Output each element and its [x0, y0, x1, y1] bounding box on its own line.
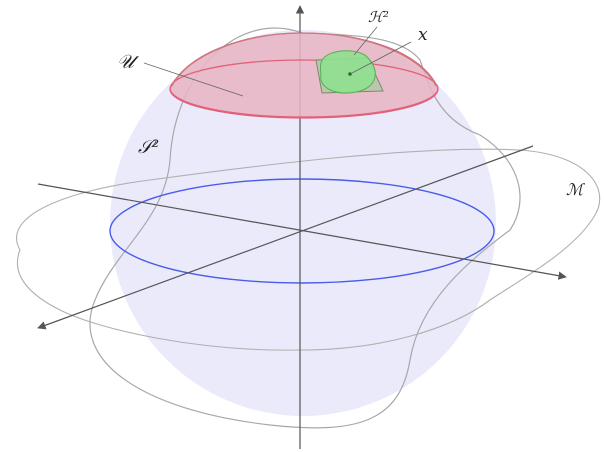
- label-s2: 𝒮²: [138, 137, 159, 158]
- equator-circle: [109, 178, 495, 284]
- leader-u: [143, 62, 244, 97]
- leader-x: [351, 41, 412, 74]
- label-m: ℳ: [566, 180, 586, 199]
- label-h2: ℋ²: [368, 8, 389, 26]
- polar-cap-top-arc: [171, 32, 437, 87]
- polar-cap-u: [169, 32, 439, 118]
- label-u: 𝒰: [117, 51, 139, 73]
- label-x: x: [418, 25, 428, 45]
- manifold-m-outer-orbit: [16, 148, 601, 351]
- point-x: [348, 72, 352, 76]
- y-axis: [37, 145, 534, 330]
- manifold-m-curve: [89, 27, 521, 429]
- leader-h2: [353, 26, 378, 56]
- polar-cap-rim: [169, 59, 439, 119]
- sphere-s2: [110, 30, 496, 416]
- patch-h2: [319, 50, 376, 94]
